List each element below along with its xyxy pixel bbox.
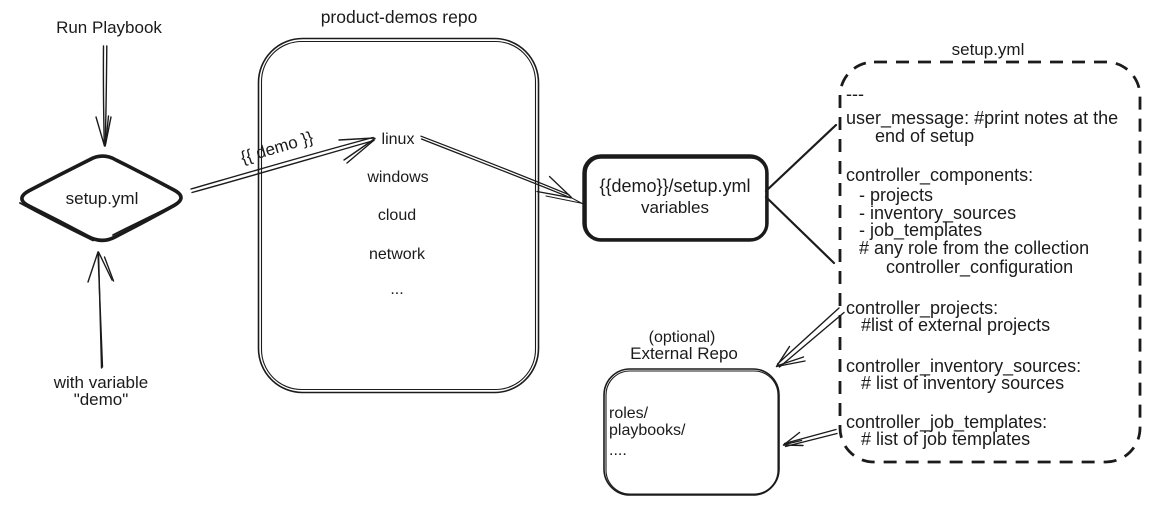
svg-text:controller_job_templates:: controller_job_templates:: [846, 412, 1047, 433]
svg-text:roles/: roles/: [609, 405, 649, 422]
svg-text:setup.yml: setup.yml: [66, 189, 139, 208]
svg-text:- projects: - projects: [859, 185, 933, 205]
svg-text:playbooks/: playbooks/: [609, 422, 686, 439]
svg-text:end of setup: end of setup: [875, 126, 974, 146]
svg-text:# list of job templates: # list of job templates: [861, 429, 1030, 449]
svg-text:with variable: with variable: [53, 373, 149, 392]
svg-text:External Repo: External Repo: [630, 344, 738, 363]
svg-text:- job_templates: - job_templates: [859, 220, 982, 241]
svg-text:user_message: #print notes at: user_message: #print notes at the: [846, 108, 1118, 129]
svg-text:controller_configuration: controller_configuration: [886, 257, 1073, 278]
svg-text:#list of external projects: #list of external projects: [861, 315, 1050, 335]
svg-text:network: network: [369, 246, 426, 263]
svg-text:setup.yml: setup.yml: [952, 40, 1025, 59]
svg-text:# any role from the collection: # any role from the collection: [859, 238, 1089, 258]
svg-text:product-demos repo: product-demos repo: [321, 7, 478, 27]
svg-text:(optional): (optional): [649, 329, 716, 346]
svg-text:....: ....: [609, 442, 627, 459]
svg-text:cloud: cloud: [378, 207, 416, 224]
svg-text:variables: variables: [641, 198, 709, 217]
svg-text:- inventory_sources: - inventory_sources: [859, 203, 1016, 224]
svg-text:controller_inventory_sources:: controller_inventory_sources:: [846, 356, 1081, 377]
svg-text:controller_components:: controller_components:: [846, 165, 1033, 186]
svg-text:Run Playbook: Run Playbook: [56, 18, 162, 37]
svg-text:windows: windows: [366, 169, 428, 186]
svg-text:"demo": "demo": [74, 390, 129, 409]
svg-text:linux: linux: [382, 131, 415, 148]
svg-text:controller_projects:: controller_projects:: [846, 298, 998, 319]
svg-text:# list of inventory sources: # list of inventory sources: [861, 373, 1064, 393]
svg-text:{{demo}}/setup.yml: {{demo}}/setup.yml: [599, 176, 750, 196]
svg-text:---: ---: [846, 84, 864, 104]
svg-text:...: ...: [390, 281, 403, 298]
